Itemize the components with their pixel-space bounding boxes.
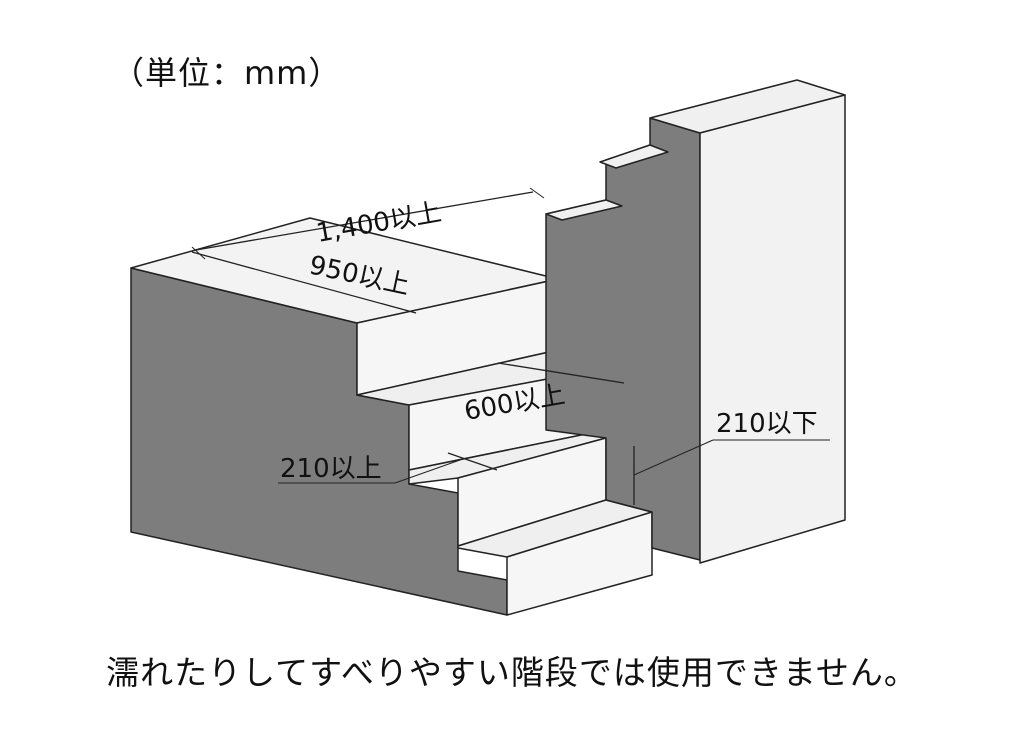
label-210-riser: 210以下 xyxy=(716,409,818,439)
dim-line-210-tread xyxy=(447,452,498,471)
wall-top-step-2 xyxy=(599,144,669,169)
label-210-tread: 210以上 xyxy=(280,454,382,484)
usage-caption: 濡れたりしてすべりやすい階段では使用できません。 xyxy=(106,653,918,692)
dim-line-600 xyxy=(497,362,625,384)
stair-riser-4 xyxy=(506,511,653,616)
dim-line-1400 xyxy=(195,191,534,251)
dim-line-950 xyxy=(191,251,417,314)
wall-front-face xyxy=(699,94,846,564)
wall-top-step-1 xyxy=(545,199,623,221)
unit-label: （単位：mm） xyxy=(112,54,342,92)
